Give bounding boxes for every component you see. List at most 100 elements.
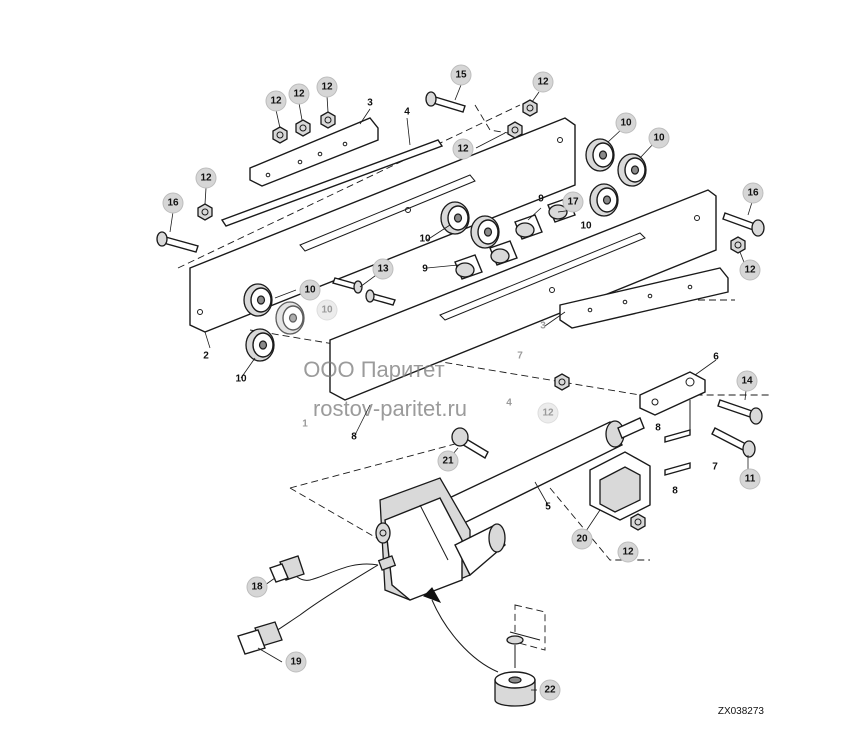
svg-text:10: 10	[653, 133, 665, 144]
linear-actuator	[375, 417, 645, 601]
install-arrow	[423, 587, 499, 673]
svg-text:12: 12	[537, 77, 549, 88]
callout-9-top: 9	[538, 194, 544, 205]
svg-text:16: 16	[747, 188, 759, 199]
upper-strip	[220, 139, 444, 227]
callout-1: 1	[302, 419, 308, 430]
svg-text:8: 8	[351, 432, 357, 443]
bolts	[156, 91, 765, 459]
svg-text:4: 4	[404, 107, 410, 118]
svg-text:9: 9	[422, 264, 428, 275]
callout-8-right-bottom: 8	[672, 486, 678, 497]
callout-3-bottom: 3	[540, 321, 546, 332]
svg-text:12: 12	[270, 96, 282, 107]
callout-22: 22	[539, 679, 561, 701]
svg-text:17: 17	[567, 197, 579, 208]
watermark: ООО Паритет rostov-paritet.ru	[303, 357, 467, 421]
svg-text:21: 21	[442, 456, 454, 467]
callout-12-g: 12	[739, 259, 761, 281]
lower-bracket	[559, 267, 729, 329]
svg-text:22: 22	[544, 685, 556, 696]
callout-5: 5	[545, 502, 551, 513]
pivot-bracket	[639, 371, 706, 416]
callout-8-left: 8	[351, 432, 357, 443]
svg-text:12: 12	[542, 408, 554, 419]
svg-text:20: 20	[576, 534, 588, 545]
callout-15: 15	[450, 64, 472, 86]
actuator-guard	[589, 451, 651, 521]
callout-10-c: 10	[580, 221, 592, 232]
svg-text:9: 9	[538, 194, 544, 205]
callout-10-g: 10	[235, 374, 247, 385]
spacer-tubes	[454, 197, 576, 280]
svg-text:12: 12	[200, 173, 212, 184]
svg-text:14: 14	[741, 376, 753, 387]
wiring-harness	[237, 555, 397, 655]
watermark-line-2: rostov-paritet.ru	[313, 396, 467, 421]
callout-17: 17	[562, 191, 584, 213]
svg-text:12: 12	[744, 265, 756, 276]
svg-text:19: 19	[290, 657, 302, 668]
callout-20: 20	[571, 528, 593, 550]
svg-text:12: 12	[321, 82, 333, 93]
callout-10-f: 10	[316, 299, 338, 321]
svg-text:13: 13	[377, 264, 389, 275]
svg-text:8: 8	[672, 486, 678, 497]
left-side-plate	[189, 117, 576, 333]
callout-9-bottom: 9	[422, 264, 428, 275]
svg-text:18: 18	[251, 582, 263, 593]
callout-7-top: 7	[517, 351, 523, 362]
callout-12-d: 12	[195, 167, 217, 189]
hex-nuts	[197, 99, 746, 531]
svg-text:10: 10	[235, 374, 247, 385]
callout-4-bottom: 4	[506, 398, 512, 409]
callout-12-a: 12	[265, 90, 287, 112]
svg-text:12: 12	[622, 547, 634, 558]
callout-12-h: 12	[537, 402, 559, 424]
callout-13: 13	[372, 258, 394, 280]
callout-10-e: 10	[299, 279, 321, 301]
upper-bracket	[249, 117, 379, 187]
watermark-line-1: ООО Паритет	[303, 357, 444, 382]
limit-switch	[494, 604, 546, 707]
callout-16-right: 16	[742, 182, 764, 204]
callout-10-b: 10	[648, 127, 670, 149]
svg-text:11: 11	[745, 474, 756, 485]
callout-21: 21	[437, 450, 459, 472]
svg-text:10: 10	[304, 285, 316, 296]
callout-12-f: 12	[452, 138, 474, 160]
svg-text:6: 6	[713, 352, 719, 363]
svg-text:5: 5	[545, 502, 551, 513]
callout-3-top: 3	[367, 98, 373, 109]
callout-10-a: 10	[615, 112, 637, 134]
callout-10-d: 10	[419, 234, 431, 245]
svg-text:2: 2	[203, 351, 209, 362]
callout-12-i: 12	[617, 541, 639, 563]
svg-text:4: 4	[506, 398, 512, 409]
reference-code: ZX038273	[718, 706, 765, 717]
svg-text:10: 10	[419, 234, 431, 245]
svg-text:7: 7	[712, 462, 718, 473]
svg-text:16: 16	[167, 198, 179, 209]
svg-text:8: 8	[655, 423, 661, 434]
right-side-plate	[329, 189, 717, 401]
callout-4-top: 4	[404, 107, 410, 118]
callout-8-right-top: 8	[655, 423, 661, 434]
svg-text:10: 10	[321, 305, 333, 316]
callout-18: 18	[246, 576, 268, 598]
callout-19: 19	[285, 651, 307, 673]
callouts: 2 3 4 12 12 12 12 16 15 12 12 10 10 16 1…	[162, 64, 764, 701]
svg-text:12: 12	[293, 89, 305, 100]
callout-11: 11	[739, 468, 761, 490]
svg-text:10: 10	[620, 118, 632, 129]
svg-text:1: 1	[302, 419, 308, 430]
svg-text:12: 12	[457, 144, 469, 155]
svg-text:3: 3	[540, 321, 546, 332]
svg-text:10: 10	[580, 221, 592, 232]
callout-12-b: 12	[288, 83, 310, 105]
callout-12-c: 12	[316, 76, 338, 98]
callout-12-e: 12	[532, 71, 554, 93]
callout-6: 6	[713, 352, 719, 363]
svg-text:15: 15	[455, 70, 467, 81]
